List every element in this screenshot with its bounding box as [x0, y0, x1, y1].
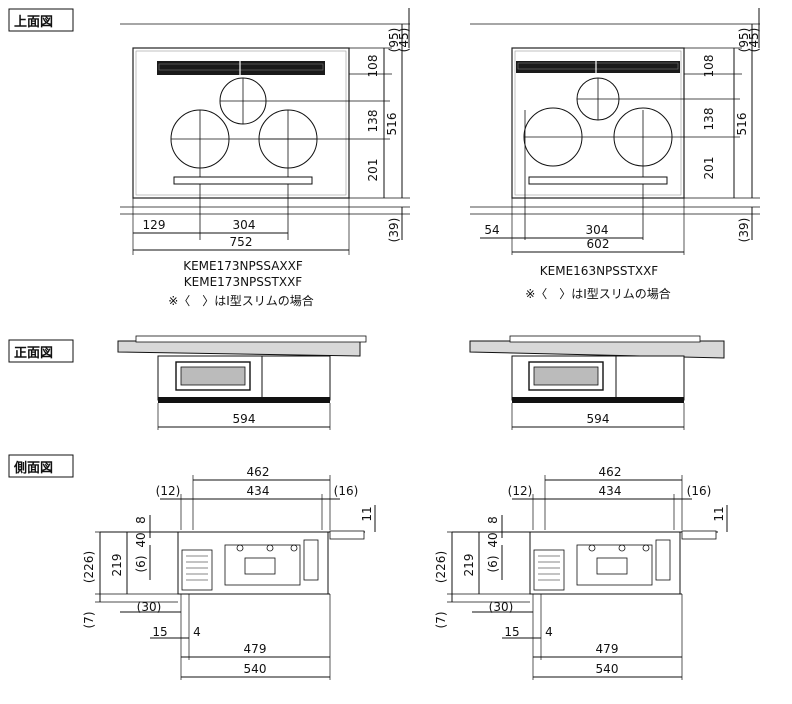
- dim-16-left: (16): [334, 484, 359, 498]
- dim-594-right: 594: [587, 412, 610, 426]
- dim-304-left: 304: [233, 218, 256, 232]
- side-view-right: 462 (12) 434 (16) (226) 219: [434, 465, 728, 680]
- dim-40-left: 40: [134, 532, 148, 547]
- dim-304-right: 304: [586, 223, 609, 237]
- model-number-1-right: KEME163NPSSTXXF: [540, 264, 659, 278]
- dim-201-right: 201: [702, 157, 716, 180]
- dim-479-left: 479: [244, 642, 267, 656]
- section-label-side-text: 側面図: [13, 460, 53, 476]
- dim-39-left: (39): [387, 218, 401, 243]
- dim-30-right: (30): [489, 600, 514, 614]
- note-slim-right: ※〈 〉はI型スリムの場合: [525, 286, 671, 301]
- front-view-left: 594: [117, 335, 367, 430]
- dim-11-right: 11: [712, 506, 726, 521]
- control-panel-right: [516, 61, 680, 73]
- dim-95-left: (95): [387, 28, 401, 53]
- dim-30-left: (30): [137, 600, 162, 614]
- dim-12-right: (12): [508, 484, 533, 498]
- dim-6-left: (6): [134, 556, 148, 573]
- section-label-top: 上面図: [8, 8, 74, 32]
- dim-8-left: 8: [134, 516, 148, 524]
- dim-516-left: 516: [385, 113, 399, 136]
- dim-11-left: 11: [360, 506, 374, 521]
- cooktop-plate-left: [132, 47, 350, 199]
- dim-7-right: (7): [434, 612, 448, 629]
- dim-6-right: (6): [486, 556, 500, 573]
- dim-8-right: 8: [486, 516, 500, 524]
- dim-540-right: 540: [596, 662, 619, 676]
- countertop-right: [469, 340, 725, 359]
- dim-434-right: 434: [599, 484, 622, 498]
- dim-219-right: 219: [462, 554, 476, 577]
- dim-16-right: (16): [687, 484, 712, 498]
- front-view-right: 594: [469, 335, 725, 430]
- section-label-side: 側面図: [8, 454, 74, 478]
- dim-129: 129: [143, 218, 166, 232]
- dim-201-left: 201: [366, 159, 380, 182]
- dim-462-left: 462: [247, 465, 270, 479]
- dim-4-right: 4: [545, 625, 553, 639]
- note-slim-left: ※〈 〉はI型スリムの場合: [168, 293, 314, 308]
- section-label-top-text: 上面図: [14, 15, 53, 30]
- control-panel-left: [157, 61, 325, 75]
- dim-45-left: (45): [397, 28, 411, 53]
- dim-95-right: (95): [737, 28, 751, 53]
- dim-54: 54: [484, 223, 499, 237]
- dim-40-right: 40: [486, 532, 500, 547]
- dim-226-right: (226): [434, 551, 448, 583]
- dim-540-left: 540: [244, 662, 267, 676]
- unit-body-side-right: [529, 531, 681, 595]
- dim-12-left: (12): [156, 484, 181, 498]
- dim-108-left: 108: [366, 55, 380, 78]
- dim-602: 602: [587, 237, 610, 251]
- dim-594-left: 594: [233, 412, 256, 426]
- dim-4-left: 4: [193, 625, 201, 639]
- model-number-2-left: KEME173NPSSTXXF: [184, 275, 303, 289]
- dim-479-right: 479: [596, 642, 619, 656]
- dim-462-right: 462: [599, 465, 622, 479]
- section-label-front-text: 正面図: [14, 346, 53, 361]
- countertop-left: [117, 340, 361, 357]
- dim-138-left: 138: [366, 110, 380, 133]
- dim-138-right: 138: [702, 108, 716, 131]
- cooktop-plate-right: [511, 47, 685, 199]
- dim-108-right: 108: [702, 55, 716, 78]
- dim-7-left: (7): [82, 612, 96, 629]
- dim-752: 752: [230, 235, 253, 249]
- top-view-left: 108 138 201 516 (95) (45) (39) 129 304 7…: [120, 8, 411, 308]
- dim-15-left: 15: [152, 625, 167, 639]
- dim-39-right: (39): [737, 218, 751, 243]
- section-label-front: 正面図: [8, 339, 74, 363]
- dim-45-right: (45): [747, 28, 761, 53]
- dim-516-right: 516: [735, 113, 749, 136]
- dim-434-left: 434: [247, 484, 270, 498]
- dim-226-left: (226): [82, 551, 96, 583]
- side-view-left: 462 (12) 434 (16) (: [82, 465, 376, 680]
- dim-15-right: 15: [504, 625, 519, 639]
- model-number-1-left: KEME173NPSSAXXF: [183, 259, 303, 273]
- top-view-right: 108 138 201 516 (95) (45) (39) 54 304 60…: [470, 8, 761, 301]
- dim-219-left: 219: [110, 554, 124, 577]
